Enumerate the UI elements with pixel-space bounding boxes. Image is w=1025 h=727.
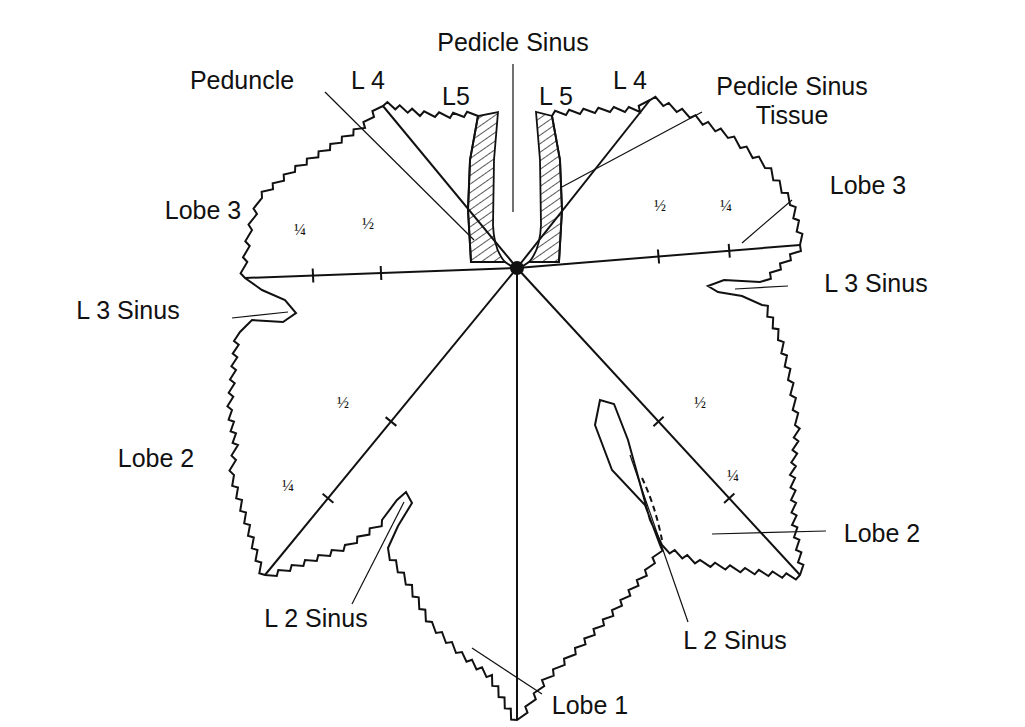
- part-label: Peduncle: [190, 66, 294, 95]
- part-label: L 2 Sinus: [683, 626, 786, 655]
- part-label: Lobe 1: [552, 691, 628, 720]
- part-label: L 3 Sinus: [76, 296, 179, 325]
- part-label: Pedicle Sinus Tissue: [692, 72, 892, 130]
- fraction-mark: ¼: [282, 477, 294, 495]
- fraction-mark: ¼: [294, 221, 306, 239]
- part-label: Lobe 3: [165, 196, 241, 225]
- part-label: L 4: [351, 66, 385, 95]
- fraction-mark: ¼: [720, 197, 732, 215]
- part-label: L 2 Sinus: [264, 604, 367, 633]
- leaf-outline: [227, 97, 803, 720]
- part-label: Lobe 2: [844, 519, 920, 548]
- fraction-mark: ½: [362, 215, 374, 233]
- part-label: L5: [442, 82, 470, 111]
- sinus-tissue: [529, 112, 562, 262]
- part-label: Lobe 3: [830, 171, 906, 200]
- part-label: L 4: [613, 66, 647, 95]
- fraction-mark: ¼: [727, 467, 739, 485]
- part-label: Pedicle Sinus: [437, 28, 588, 57]
- fraction-mark: ½: [337, 394, 349, 412]
- veins: [245, 100, 800, 720]
- part-label: L 3 Sinus: [824, 269, 927, 298]
- part-label: L 5: [539, 82, 573, 111]
- leader-lines: [232, 64, 826, 694]
- part-label: Lobe 2: [118, 444, 194, 473]
- fraction-mark: ½: [654, 197, 666, 215]
- petiole-junction: [510, 261, 524, 275]
- fraction-mark: ½: [694, 394, 706, 412]
